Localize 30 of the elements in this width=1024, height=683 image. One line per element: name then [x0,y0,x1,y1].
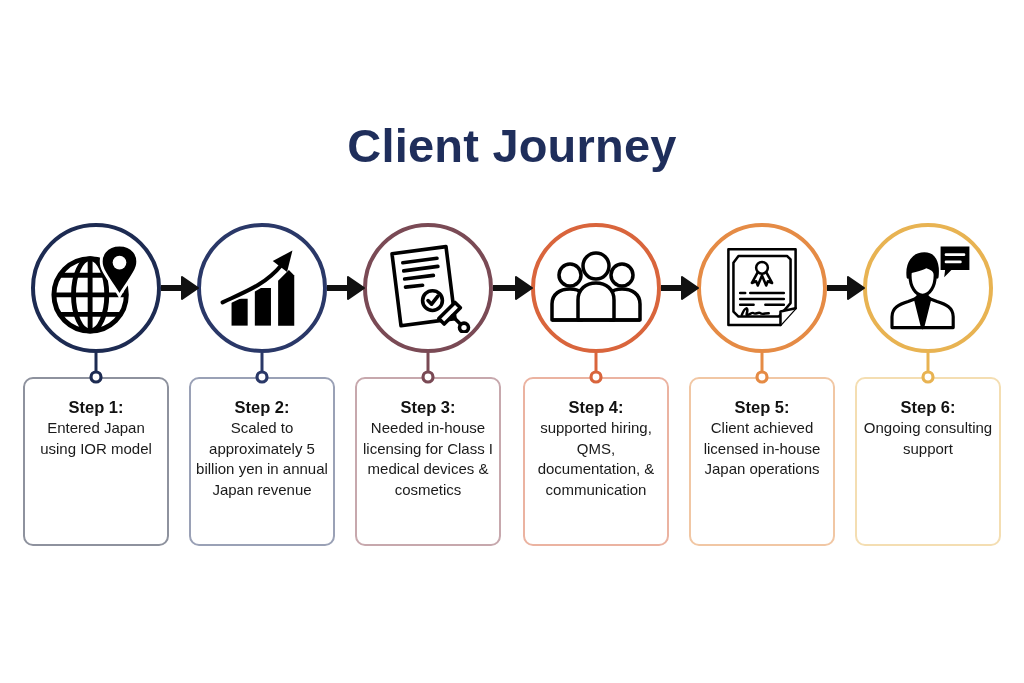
step-description: Scaled to approximately 5 billion yen in annual Japan revenue [195,418,329,500]
step-description: Entered Japan using IOR model [39,418,153,459]
step-heading: Step 3: [400,397,456,418]
step-heading: Step 6: [900,397,956,418]
arrow [661,276,699,300]
step-card [355,377,501,546]
connector-line [421,353,435,384]
arrow [827,276,865,300]
step-heading: Step 5: [734,397,790,418]
connector-line [255,353,269,384]
title: Client Journey [347,118,677,174]
step-card [189,377,335,546]
connector-line [921,353,935,384]
step-description: supported hiring, QMS, documentation, & communication [536,418,656,500]
step-heading: Step 1: [68,397,124,418]
step-heading: Step 4: [568,397,624,418]
arrow [327,276,365,300]
step-heading: Step 2: [234,397,290,418]
step-description: Ongoing consulting support [862,418,994,459]
connector-line [755,353,769,384]
step-card [523,377,669,546]
step-description: Needed in-house licensing for Class I medical devices & cosmetics [361,418,495,500]
step-card [23,377,169,546]
step-description: Client achieved licensed in-house Japan operations [702,418,822,479]
arrow [161,276,199,300]
step-card [855,377,1001,546]
arrow [493,276,533,300]
step-card [689,377,835,546]
connector-line [89,353,103,384]
connector-line [589,353,603,384]
